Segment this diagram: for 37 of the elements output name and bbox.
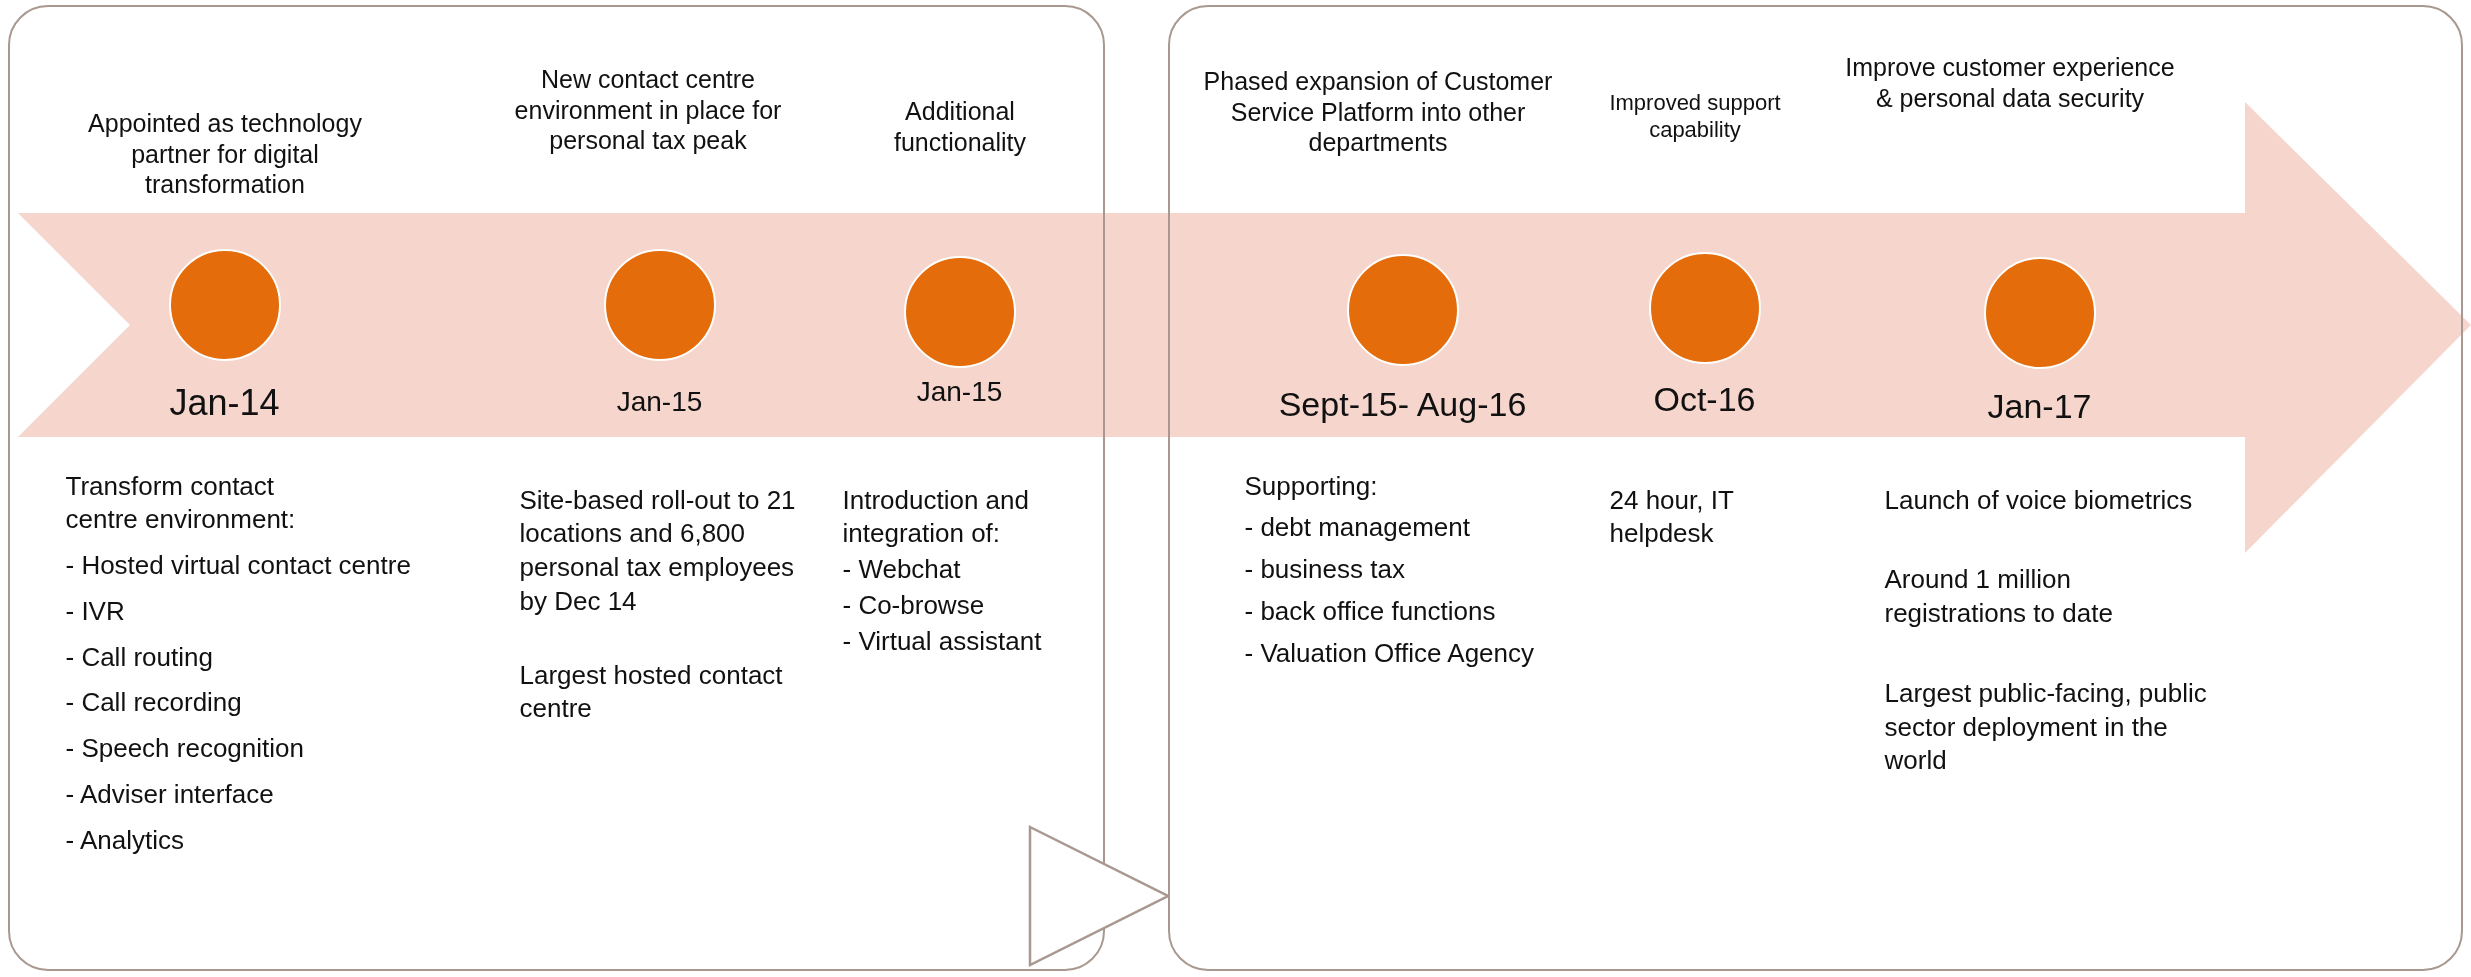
bullet-item: - Analytics xyxy=(65,823,185,857)
bullet-item: - Co-browse xyxy=(842,588,986,622)
milestone-heading: Additional functionality xyxy=(893,96,1027,157)
bullet-item: - Webchat xyxy=(842,553,962,587)
description-text: 24 hour, IT helpdesk xyxy=(1609,483,1735,551)
milestone-date: Jan-15 xyxy=(915,375,1004,408)
milestone-heading: Appointed as technology partner for digital transformation xyxy=(87,108,363,200)
bullet-item: - Hosted virtual contact centre xyxy=(65,549,412,583)
bullet-item: - Virtual assistant xyxy=(842,624,1043,658)
bullet-item: - Valuation Office Agency xyxy=(1244,636,1536,670)
description-text: Largest public-facing, public sector deployment in the world xyxy=(1884,676,2208,778)
bullet-item: - IVR xyxy=(65,594,126,628)
bullet-item: - Speech recognition xyxy=(65,732,305,766)
bullet-item: - back office functions xyxy=(1244,594,1497,628)
description-text: Largest hosted contact centre xyxy=(519,658,784,726)
description-text: Introduction and integration of: xyxy=(842,483,1030,551)
period-panel xyxy=(8,5,1105,971)
milestone-date: Sept-15- Aug-16 xyxy=(1277,384,1528,424)
milestone-heading: Improved support capability xyxy=(1608,90,1782,144)
milestone-date: Jan-14 xyxy=(168,381,281,424)
milestone-date: Jan-15 xyxy=(615,385,704,418)
bullet-item: - Call routing xyxy=(65,640,214,674)
bullet-item: - debt management xyxy=(1244,511,1471,545)
chevron-arrow xyxy=(1028,825,1170,967)
bullet-item: - business tax xyxy=(1244,553,1406,587)
milestone-heading: Phased expansion of Customer Service Platform into other departments xyxy=(1202,66,1554,158)
milestone-heading: New contact centre environment in place for personal tax peak xyxy=(513,64,783,156)
description-text: Launch of voice biometrics xyxy=(1884,483,2194,517)
description-text: Supporting: xyxy=(1244,469,1379,503)
description-text: Transform contact centre environment: xyxy=(65,469,296,537)
bullet-item: - Adviser interface xyxy=(65,778,275,812)
milestone-heading: Improve customer experience & personal data security xyxy=(1845,52,2175,113)
description-text: Around 1 million registrations to date xyxy=(1884,563,2114,631)
description-text: Site-based roll-out to 21 locations and 6,800 personal tax employees by Dec 14 xyxy=(519,483,797,618)
period-panel xyxy=(1168,5,2463,971)
bullet-item: - Call recording xyxy=(65,686,243,720)
milestone-date: Jan-17 xyxy=(1986,386,2093,426)
